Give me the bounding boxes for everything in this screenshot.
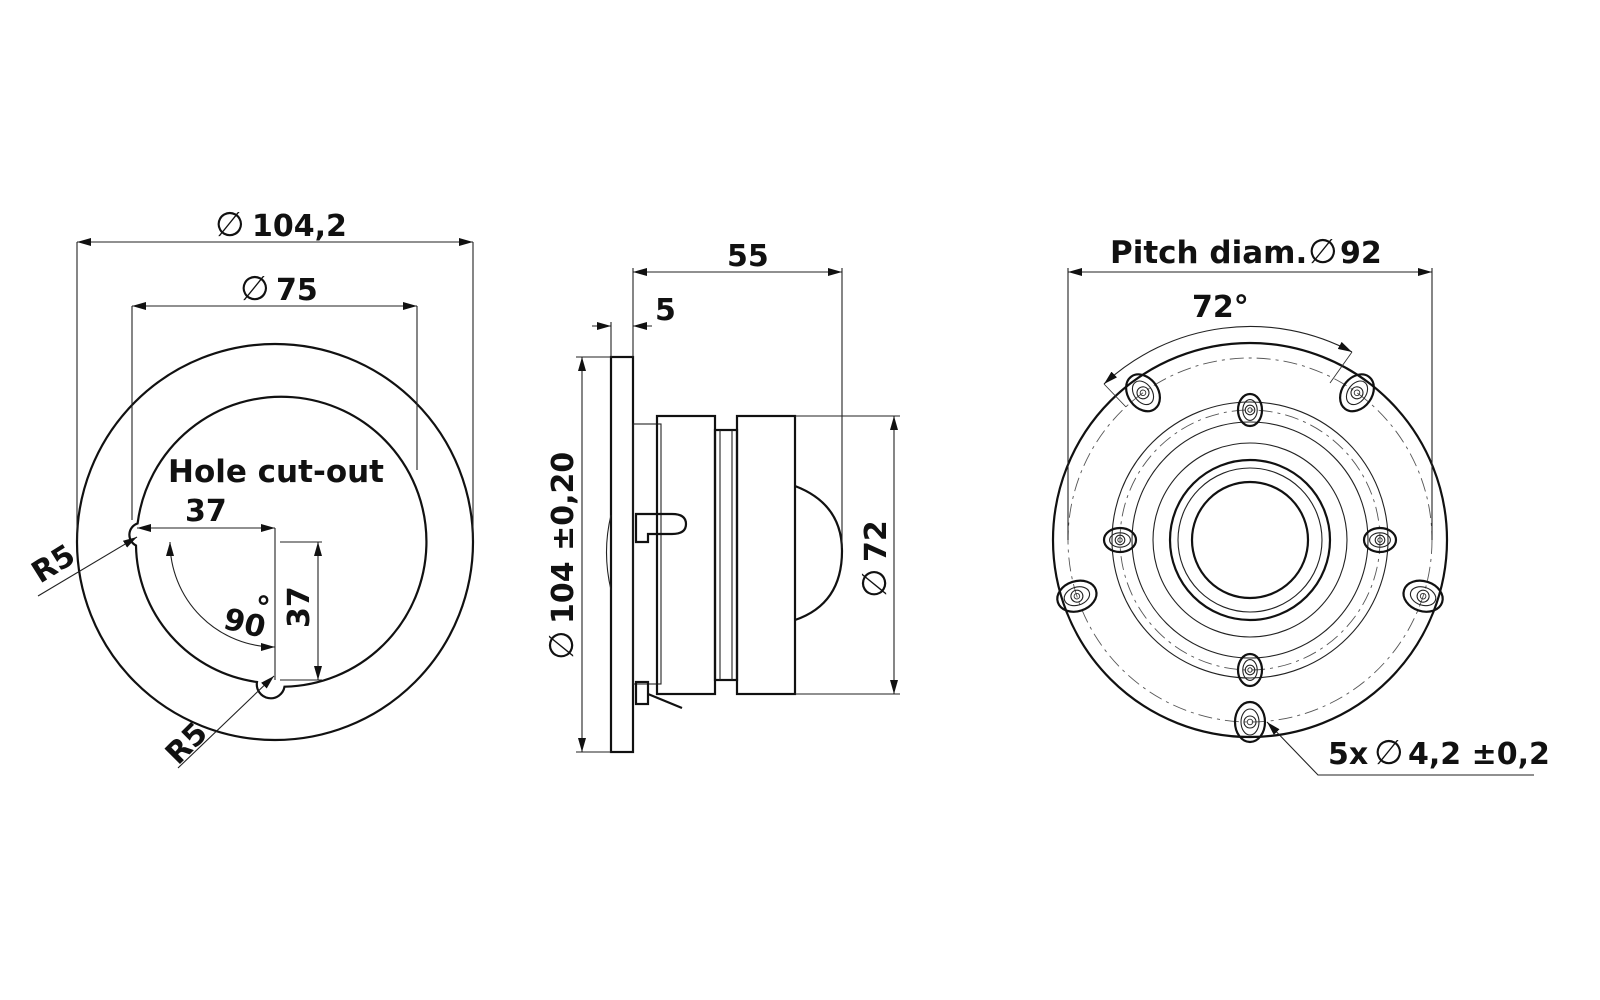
leader-radius-lower (177, 675, 275, 769)
mounting-hole (1339, 373, 1375, 413)
magnet-rear (735, 414, 797, 696)
flange (609, 355, 635, 754)
terminal-upper (634, 512, 688, 544)
leader-radius-upper (37, 536, 138, 597)
front-view: Pitch diam. ∅ 92 72° 5x ∅ 4,2 ±0,2 (1051, 232, 1550, 776)
inner-fixing-hole-outline (1247, 407, 1253, 413)
inner-fixing-hole-outline (1377, 537, 1383, 543)
mounting-hole-outline (1243, 715, 1257, 729)
inner-fixing-hole-outline (1244, 664, 1256, 676)
ring-inner (1152, 442, 1348, 638)
inner-fixing-hole (1236, 392, 1264, 428)
throat-inner (1190, 480, 1310, 600)
diameter-symbol: ∅ (1308, 232, 1338, 272)
magnet-front (655, 414, 717, 696)
dim-hole-count: 5x (1328, 737, 1368, 772)
dim-pitch-diameter: 92 (1340, 236, 1382, 271)
mounting-hole-outline (1419, 592, 1427, 600)
dim-offset-vertical: 37 (282, 586, 317, 628)
dim-radius-upper: R5 (26, 538, 82, 591)
inner-fixing-hole-outline (1247, 667, 1253, 673)
diameter-symbol: ∅ (1374, 733, 1404, 773)
cutout-view: ∅ 104,2 ∅ 75 Hole cut-out 37 37 90 ° R5 … (26, 205, 475, 772)
mounting-hole (1233, 700, 1267, 744)
diameter-symbol: ∅ (240, 269, 270, 309)
mounting-hole-outline (1350, 386, 1364, 400)
mounting-hole-outline (1353, 389, 1361, 397)
dim-arc-hole-angle (1103, 325, 1353, 385)
dim-radius-lower: R5 (159, 716, 215, 772)
inner-fixing-hole-outline (1362, 526, 1398, 554)
ring-outer (1111, 401, 1389, 679)
inner-fixing-hole (1102, 526, 1138, 554)
mounting-hole-outline (1240, 708, 1260, 736)
terminal-wire (647, 692, 683, 710)
mounting-hole-outline (1063, 586, 1091, 607)
dim-body-diameter: 72 (859, 520, 894, 562)
cutout-outer-circle (75, 342, 475, 742)
mounting-hole-outline (1246, 718, 1254, 726)
dim-depth: 55 (727, 239, 769, 274)
dim-arc-angle (166, 541, 276, 651)
mounting-hole-outline (1136, 386, 1150, 400)
mounting-hole (1402, 579, 1444, 613)
mounting-hole-outline (1409, 586, 1437, 607)
pitch-label: Pitch diam. (1110, 235, 1307, 271)
diameter-symbol: ∅ (215, 205, 245, 245)
mounting-hole-outline (1073, 592, 1081, 600)
mounting-hole-outline (1070, 589, 1084, 603)
inner-fixing-hole-outline (1244, 404, 1256, 416)
rear-dome (794, 484, 844, 622)
mounting-hole-outline (1416, 589, 1430, 603)
mounting-hole (1056, 579, 1098, 613)
dim-hole-spec: 4,2 ±0,2 (1408, 737, 1550, 772)
dim-hole-angle: 72° (1192, 290, 1249, 325)
inner-fixing-hole-outline (1242, 659, 1258, 681)
inner-fixing-hole (1236, 652, 1264, 688)
hole-cutout-label: Hole cut-out (168, 454, 384, 490)
inner-fixing-hole-outline (1102, 526, 1138, 554)
leader-hole-spec (1266, 721, 1534, 776)
inner-fixing-hole-outline (1109, 532, 1131, 548)
mounting-hole-outline (1339, 373, 1375, 413)
mounting-hole-outline (1402, 579, 1444, 613)
inner-bolt-circle (1119, 409, 1381, 671)
throat-mid (1177, 467, 1323, 613)
mounting-hole-outline (1139, 389, 1147, 397)
cutout-hole-profile (128, 395, 428, 700)
inner-fixing-hole-outline (1236, 652, 1264, 688)
dim-flange-diameter: 104 ±0,20 (546, 452, 581, 624)
throat-outer (1168, 458, 1332, 622)
mounting-hole-outline (1056, 579, 1098, 613)
inner-fixing-hole-outline (1236, 392, 1264, 428)
dim-offset-horizontal: 37 (185, 494, 227, 529)
diameter-symbol: ∅ (855, 568, 895, 598)
diameter-symbol: ∅ (542, 630, 582, 660)
mounting-hole-outline (1345, 380, 1369, 406)
side-view: 55 5 ∅ 104 ±0,20 ∅ 72 (542, 239, 900, 754)
dim-flange-thickness: 5 (655, 293, 676, 328)
magnet-gap (713, 428, 739, 682)
dim-outer-diameter: 104,2 (252, 209, 347, 244)
degree-mark: ° (256, 591, 271, 626)
inner-fixing-hole-outline (1114, 534, 1126, 546)
ext-line (1103, 383, 1127, 408)
dim-hole-diameter: 75 (276, 273, 318, 308)
inner-fixing-hole-outline (1117, 537, 1123, 543)
inner-fixing-hole-outline (1242, 399, 1258, 421)
front-dome (606, 514, 612, 591)
inner-fixing-hole (1362, 526, 1398, 554)
mounting-hole-outline (1233, 700, 1267, 744)
inner-fixing-hole-outline (1369, 532, 1391, 548)
terminal-lower (634, 680, 650, 706)
ring-mid (1131, 421, 1369, 659)
inner-fixing-hole-outline (1374, 534, 1386, 546)
